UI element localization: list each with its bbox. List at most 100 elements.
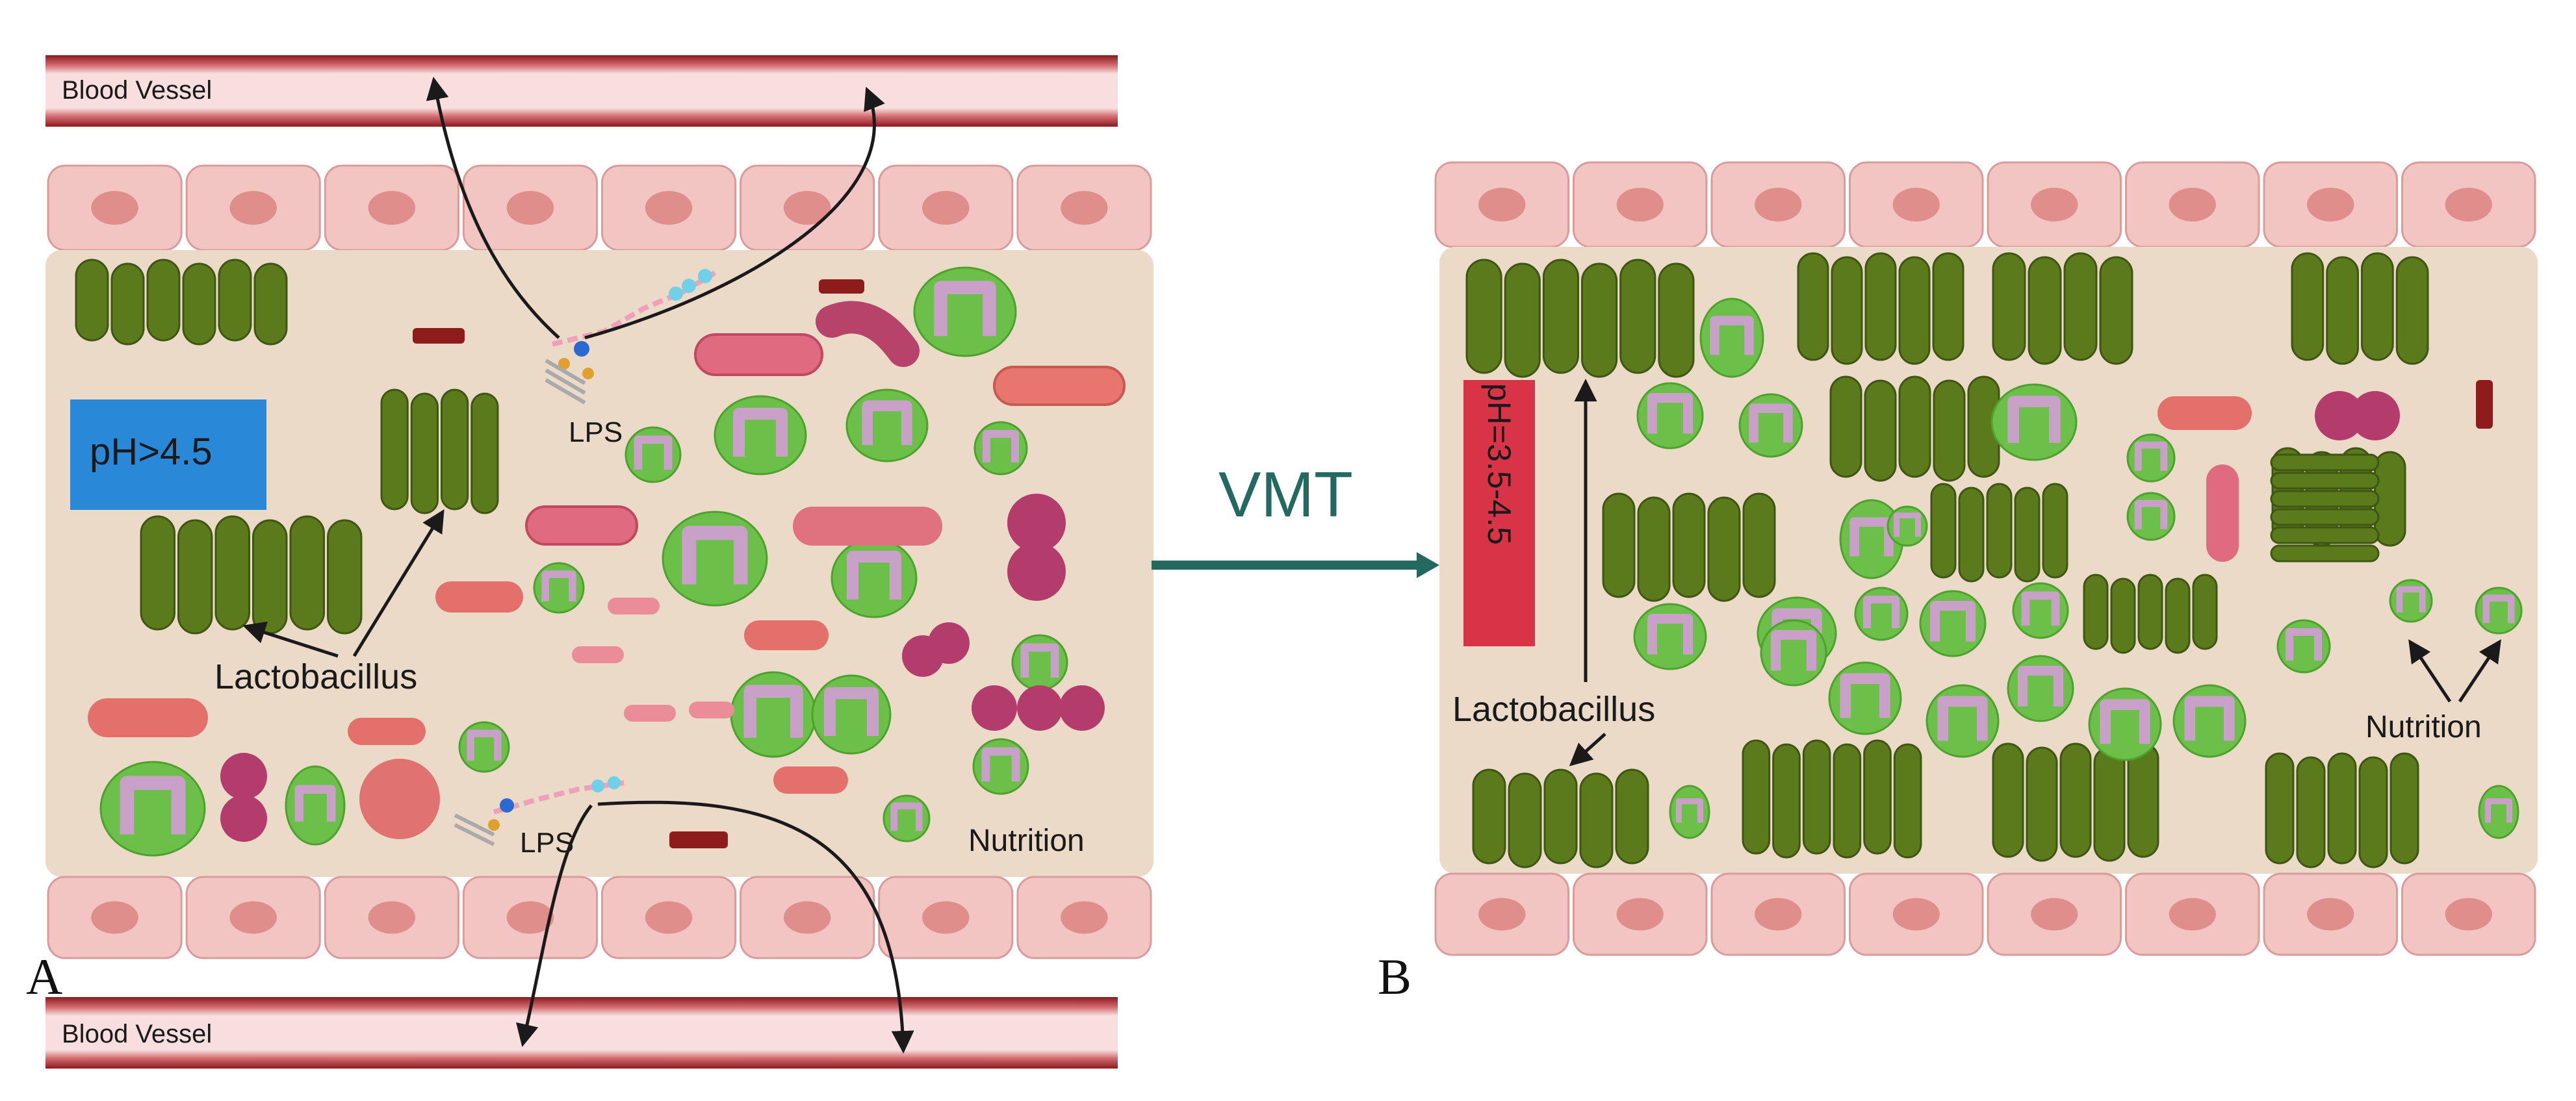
pathogen-small-rod [819, 279, 864, 294]
nutrition-core [541, 570, 576, 601]
pathogen-rod [744, 620, 829, 650]
nutrition-group-a [99, 266, 1068, 857]
lactobacillus-rod [2270, 526, 2380, 544]
lactobacillus-pointer-arrow [242, 621, 339, 658]
lactobacillus-cluster [1797, 252, 1964, 365]
pathogen-rod [993, 366, 1126, 406]
lactobacillus-rod [75, 259, 109, 342]
nutrition-particle [1760, 619, 1827, 687]
cell-nucleus [2445, 188, 2492, 221]
cell-nucleus [506, 191, 554, 225]
lactobacillus-rod [2137, 574, 2163, 650]
nutrition-particle [1828, 661, 1902, 735]
nutrition-particle [1919, 590, 1987, 657]
nutrition-particle [662, 511, 768, 607]
panel-b: pH=3.5-4.5 Lactobacillus Nutrition B [1378, 161, 2538, 1005]
nutrition-core [2134, 441, 2168, 471]
pathogen-rod [525, 505, 638, 546]
nutrition-core [981, 747, 1020, 782]
nutrition-particle [2172, 684, 2247, 758]
lactobacillus-rod [1615, 768, 1649, 865]
lactobacillus-rod [2014, 487, 2041, 583]
nutrition-core [743, 685, 803, 738]
lactobacillus-rod [1958, 487, 1985, 583]
nutrition-core [1770, 629, 1817, 671]
lps-top-label: LPS [569, 416, 623, 448]
pathogen-coccus [2351, 391, 2400, 440]
pathogen-small-rod [2476, 380, 2493, 429]
lactobacillus-rod [2028, 256, 2062, 365]
nutrition-particle [1926, 684, 2000, 758]
nutrition-particle [2088, 687, 2162, 761]
nutrition-particle [285, 765, 346, 846]
nutrition-core [1937, 696, 1988, 741]
nutrition-particle [972, 738, 1029, 795]
blood-vessel-bottom [45, 997, 1118, 1069]
lps-molecule-bottom [454, 776, 625, 846]
pathogen-rod [572, 646, 624, 663]
nutrition-core [2484, 798, 2513, 823]
lactobacillus-rod [2099, 256, 2133, 365]
lactobacillus-rod [1932, 252, 1964, 361]
lactobacillus-rod [1898, 375, 1931, 478]
nutrition-label-b: Nutrition [2365, 710, 2482, 744]
nutrition-core [934, 281, 996, 336]
nutrition-particle [831, 538, 918, 618]
pathogen-rod [88, 698, 208, 737]
lactobacillus-cluster [140, 515, 363, 635]
nutrition-core [1929, 600, 1976, 642]
nutrition-core [2007, 396, 2061, 443]
nutrition-particle [1738, 393, 1803, 458]
cell-nucleus [229, 901, 277, 934]
lactobacillus-rod [110, 262, 145, 346]
nutrition-core [2396, 586, 2426, 613]
cell-nucleus [783, 191, 831, 225]
cell-nucleus [368, 901, 416, 934]
lactobacillus-rod [1802, 739, 1831, 855]
cell-nucleus [1755, 898, 1802, 931]
pathogen-rod [435, 581, 523, 613]
lactobacillus-pointer-arrow [352, 509, 444, 657]
nutrition-core [2021, 591, 2060, 626]
lactobacillus-rod [2296, 756, 2326, 868]
nutrition-core [467, 729, 502, 761]
lactobacillus-rod [1602, 492, 1636, 598]
nutrition-particle [1854, 587, 1909, 641]
nutrition-core [982, 429, 1020, 462]
cell-nucleus [1061, 901, 1108, 934]
lactobacillus-rod [2127, 742, 2159, 858]
nutrition-pointer-arrow [2408, 639, 2452, 703]
cell-nucleus [1061, 191, 1108, 225]
pathogen-coccus [220, 795, 267, 842]
nutrition-particle [99, 761, 206, 857]
lactobacillus-rod [2326, 256, 2359, 365]
lactobacillus-rod [1542, 259, 1579, 374]
lactobacillus-rod [253, 262, 288, 346]
lactobacillus-rod [380, 388, 409, 511]
nutrition-core [294, 785, 336, 822]
cell-nucleus [91, 901, 138, 934]
lactobacillus-cluster [1930, 483, 2068, 583]
epithelial-row-top-b [1434, 161, 2536, 248]
epithelial-row-bottom-b [1434, 872, 2536, 956]
lactobacillus-cluster [2270, 453, 2380, 563]
cell-nucleus [645, 191, 693, 225]
nutrition-pointer-arrow [2458, 639, 2501, 703]
nutrition-particle [1839, 499, 1904, 579]
nutrition-particle [458, 721, 510, 773]
pathogen-coccus [972, 685, 1017, 731]
pathogen-small-rod [413, 328, 465, 344]
lactobacillus-rod [1831, 256, 1863, 365]
nutrition-core [2482, 594, 2515, 624]
pathogen-cluster [359, 759, 440, 839]
cell-nucleus [645, 901, 693, 934]
cell-nucleus [368, 191, 416, 225]
cell-nucleus [2169, 898, 2216, 931]
lactobacillus-rod [1797, 252, 1829, 361]
lactobacillus-cluster [1992, 742, 2159, 862]
cell-nucleus [1616, 898, 1664, 931]
lactobacillus-cluster [380, 388, 499, 514]
nutrition-core [1647, 392, 1694, 434]
cell-nucleus [1478, 898, 1526, 931]
nutrition-particle [1887, 505, 1928, 547]
